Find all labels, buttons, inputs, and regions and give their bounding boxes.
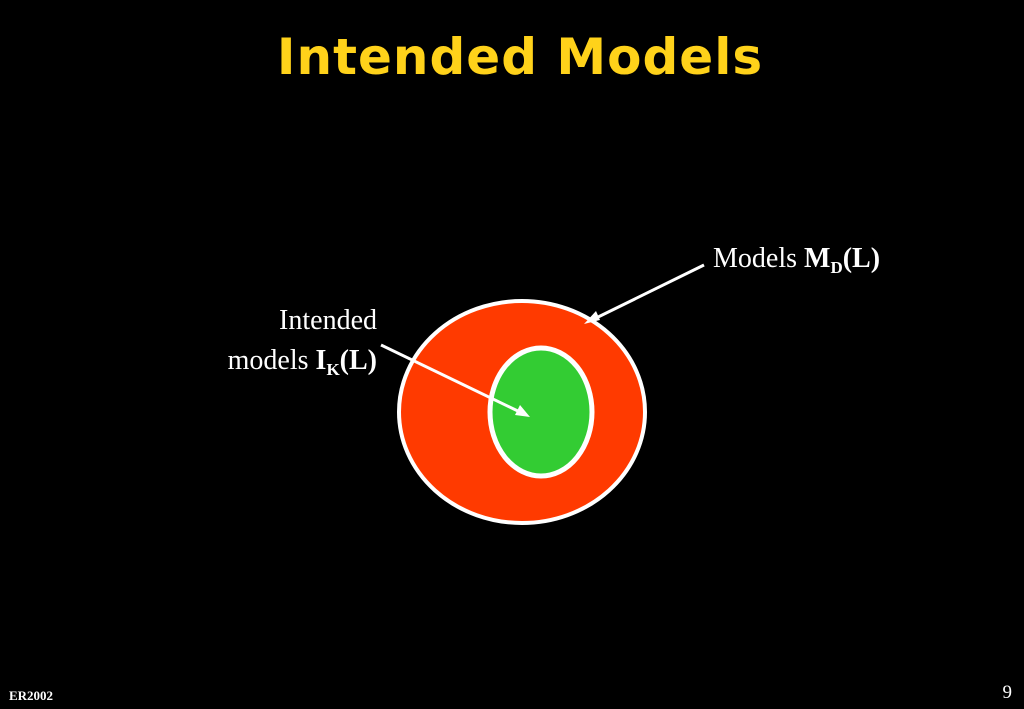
models-pointer-arrow xyxy=(591,263,705,322)
models-label: Models MD(L) xyxy=(713,239,880,279)
models-label-subscript: D xyxy=(830,258,843,277)
intended-pointer-arrow xyxy=(380,343,523,415)
intended-label-symbol: I xyxy=(315,345,327,376)
models-label-symbol: M xyxy=(804,243,831,274)
models-label-suffix: (L) xyxy=(842,243,881,274)
footer-conference-label: ER2002 xyxy=(9,688,54,703)
models-label-prefix: Models xyxy=(713,243,804,274)
intended-label-prefix: models xyxy=(227,345,316,376)
intended-label-line2: models IK(L) xyxy=(228,341,377,381)
intended-models-label: Intended models IK(L) xyxy=(228,301,377,381)
intended-label-subscript: K xyxy=(326,360,340,379)
intended-label-line1: Intended xyxy=(279,305,377,336)
page-number: 9 xyxy=(1002,682,1013,703)
slide-title: Intended Models xyxy=(276,28,764,86)
intended-arrowhead xyxy=(515,405,530,417)
intended-label-suffix: (L) xyxy=(339,345,377,376)
models-arrowhead xyxy=(584,311,600,324)
intended-models-set-ellipse xyxy=(487,345,595,479)
